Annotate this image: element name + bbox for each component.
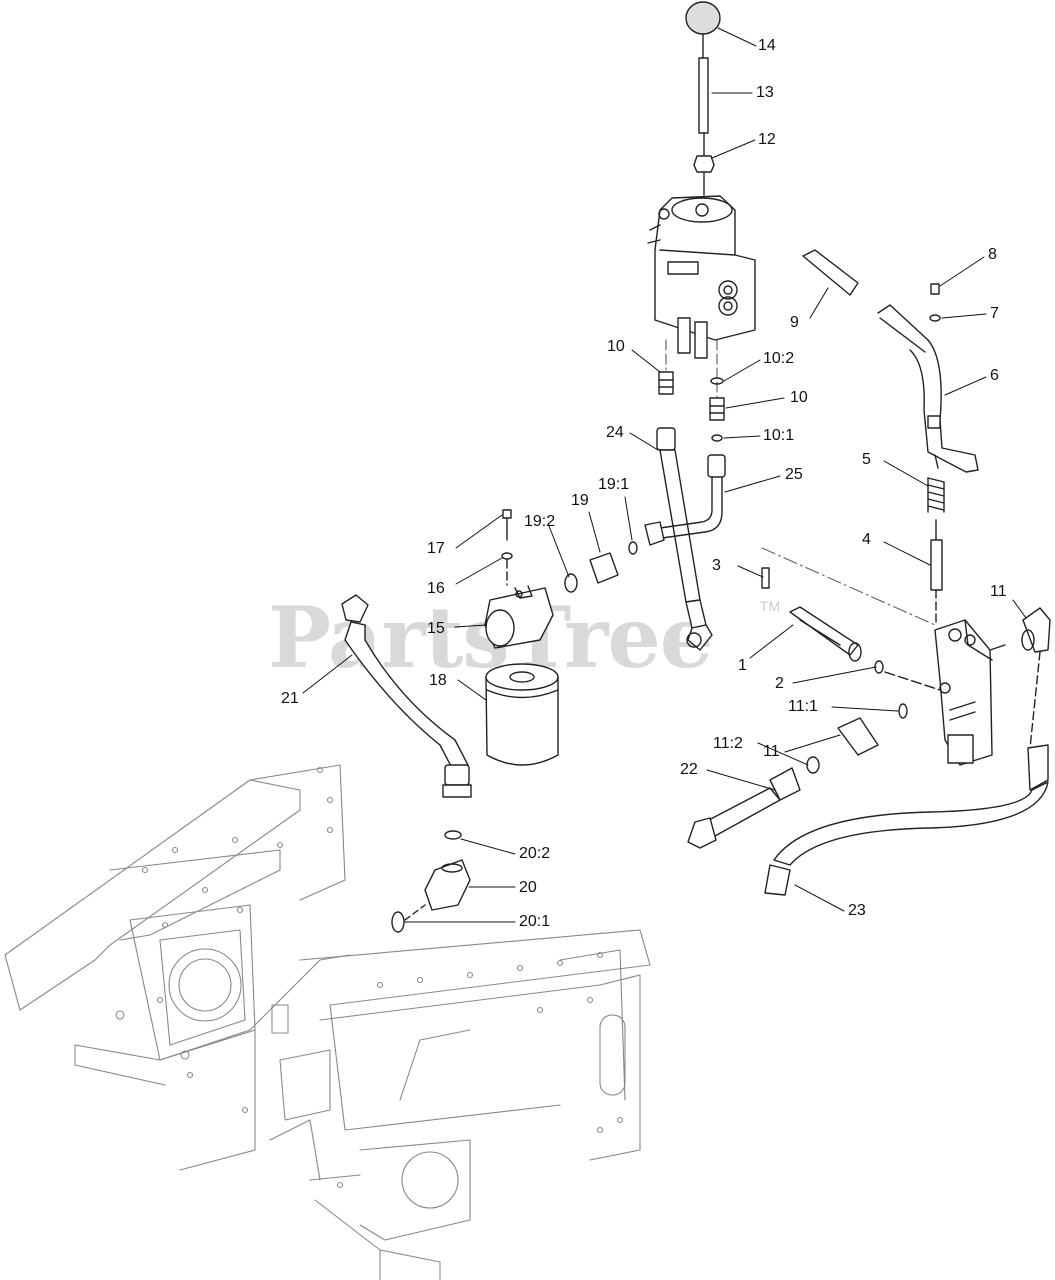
bolt-3 <box>761 547 936 626</box>
callout-10-2: 10:2 <box>763 350 795 367</box>
tractor-frame <box>4 764 651 1280</box>
control-valve <box>647 195 756 359</box>
callout-16: 16 <box>427 580 445 597</box>
hose-21 <box>341 594 472 798</box>
callout-12: 12 <box>758 131 776 148</box>
callout-22: 22 <box>680 761 698 778</box>
hose-22 <box>687 767 801 849</box>
callout-24: 24 <box>606 424 624 441</box>
callout-19: 19 <box>571 492 589 509</box>
callout-2: 2 <box>775 675 784 692</box>
callout-18: 18 <box>429 672 447 689</box>
spring-5 <box>927 454 945 513</box>
callout-4: 4 <box>862 531 871 548</box>
leader-lines <box>302 27 1027 923</box>
callout-20: 20 <box>519 879 537 896</box>
hose-24 <box>656 427 713 651</box>
lever-6 <box>909 283 979 473</box>
callout-6: 6 <box>990 367 999 384</box>
lever-handle-9 <box>802 249 929 353</box>
callout-20-1: 20:1 <box>519 913 551 930</box>
callout-21: 21 <box>281 690 299 707</box>
callout-10-1: 10:1 <box>763 427 795 444</box>
callout-13: 13 <box>756 84 774 101</box>
callout-1: 1 <box>738 657 747 674</box>
callout-10-a: 10 <box>607 338 625 355</box>
callout-10-b: 10 <box>790 389 808 406</box>
spool-1 <box>789 606 941 691</box>
callout-11-1: 11:1 <box>788 698 818 715</box>
callout-20-2: 20:2 <box>519 845 551 862</box>
watermark-trademark: TM <box>760 598 781 614</box>
fitting-19 <box>564 541 638 593</box>
callout-19-1: 19:1 <box>598 476 630 493</box>
callout-7: 7 <box>990 305 999 322</box>
callout-11-a: 11 <box>990 583 1007 600</box>
callout-15: 15 <box>427 620 445 637</box>
callout-3: 3 <box>712 557 721 574</box>
callout-19-2: 19:2 <box>524 513 556 530</box>
tube-25 <box>644 454 726 546</box>
callout-11-b: 11 <box>763 743 780 760</box>
callout-23: 23 <box>848 902 866 919</box>
lift-valve <box>934 619 1006 766</box>
filter-head <box>484 509 554 649</box>
callout-9: 9 <box>790 314 799 331</box>
callout-14: 14 <box>758 37 776 54</box>
rod-4 <box>930 519 943 626</box>
fittings-10 <box>658 371 725 442</box>
fitting-11-middle <box>806 703 908 774</box>
callout-8: 8 <box>988 246 997 263</box>
hose-23 <box>764 744 1049 896</box>
elbow-11 <box>1021 607 1051 749</box>
fitting-20 <box>391 830 471 933</box>
callout-25: 25 <box>785 466 803 483</box>
callout-11-2: 11:2 <box>713 735 743 752</box>
control-handle <box>685 1 721 196</box>
oil-filter <box>485 663 559 766</box>
callout-17: 17 <box>427 540 445 557</box>
callout-5: 5 <box>862 451 871 468</box>
